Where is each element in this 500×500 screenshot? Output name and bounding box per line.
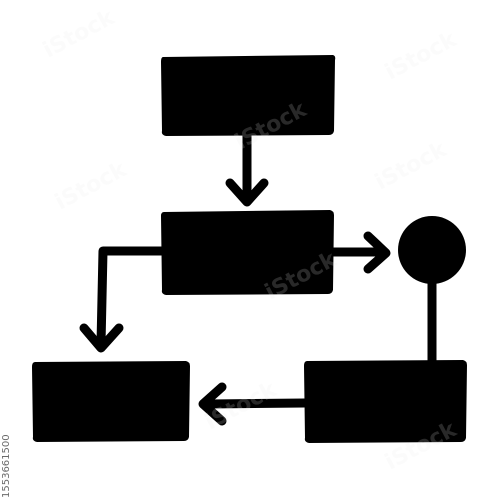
edge-bottom-right-to-bottom-left [203, 398, 310, 409]
arrowhead-right-circle [363, 231, 391, 274]
arrowhead-left-bottom-left [198, 382, 227, 426]
edge-middle-to-bottom-left [96, 246, 168, 349]
arrowhead-down-middle [225, 178, 269, 207]
node-bottom-right-box [304, 360, 467, 443]
arrowhead-down-bottom-left [79, 323, 124, 353]
node-circle [398, 216, 466, 284]
stock-id-label: 1553661500 [1, 434, 12, 498]
node-bottom-left-box [32, 361, 190, 442]
node-top-box [161, 55, 336, 136]
node-middle-box [161, 210, 334, 295]
